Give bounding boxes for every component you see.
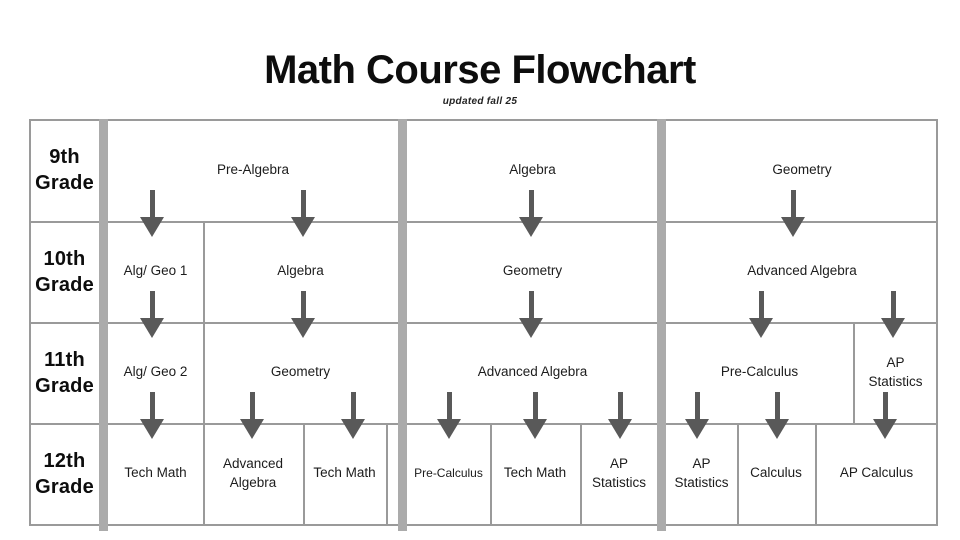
arrow-head-icon — [437, 419, 461, 439]
course-cell-tech-math: Tech Math — [124, 465, 187, 481]
arrow-head-icon — [781, 217, 805, 237]
course-cell-pre-algebra: Pre-Algebra — [216, 161, 290, 177]
arrow-head-icon — [519, 217, 543, 237]
course-cell-algebra: Algebra — [277, 263, 324, 279]
grid-line — [29, 524, 938, 526]
divider-bar — [99, 119, 108, 531]
grade-label-12th: 12th Grade — [35, 449, 94, 498]
course-cell-tech-math: Tech Math — [503, 465, 567, 481]
course-cell-alg-geo-1: Alg/ Geo 1 — [123, 263, 188, 279]
page-subtitle: updated fall 25 — [442, 96, 518, 107]
arrow-head-icon — [873, 419, 897, 439]
arrow-stem — [300, 190, 306, 218]
arrow-stem — [350, 392, 356, 420]
arrow-stem — [528, 190, 534, 218]
grid-line — [936, 119, 938, 526]
arrow-stem — [774, 392, 780, 420]
course-cell-calculus: Calculus — [750, 465, 802, 481]
grid-line — [29, 119, 938, 121]
flow-arrow — [140, 392, 164, 439]
course-cell-alg-geo-2: Alg/ Geo 2 — [123, 364, 188, 380]
arrow-stem — [149, 392, 155, 420]
arrow-stem — [790, 190, 796, 218]
flow-arrow — [881, 291, 905, 338]
flow-arrow — [519, 190, 543, 237]
arrow-stem — [694, 392, 700, 420]
arrow-stem — [149, 291, 155, 319]
arrow-stem — [528, 291, 534, 319]
grid-line — [303, 423, 305, 524]
grid-line — [737, 423, 739, 524]
course-cell-geometry: Geometry — [772, 161, 832, 177]
flow-arrow — [437, 392, 461, 439]
grid-line — [386, 423, 388, 524]
grid-line — [29, 322, 938, 324]
arrow-head-icon — [140, 318, 164, 338]
flow-arrow — [291, 190, 315, 237]
arrow-head-icon — [608, 419, 632, 439]
course-cell-ap-statistics: AP Statistics — [591, 456, 646, 490]
arrow-head-icon — [881, 318, 905, 338]
course-cell-advanced-algebra: Advanced Algebra — [747, 263, 857, 279]
grid-line — [203, 221, 205, 524]
flow-arrow — [749, 291, 773, 338]
arrow-stem — [882, 392, 888, 420]
course-cell-ap-statistics: AP Statistics — [868, 355, 923, 389]
flow-arrow — [685, 392, 709, 439]
arrow-head-icon — [519, 318, 543, 338]
course-cell-ap-calculus: AP Calculus — [839, 465, 914, 481]
grid-line — [815, 423, 817, 524]
course-cell-pre-calculus: Pre-Calculus — [720, 364, 799, 380]
arrow-head-icon — [140, 217, 164, 237]
arrow-head-icon — [291, 217, 315, 237]
grid-line — [580, 423, 582, 524]
arrow-head-icon — [341, 419, 365, 439]
divider-bar — [398, 119, 407, 531]
arrow-stem — [149, 190, 155, 218]
arrow-stem — [300, 291, 306, 319]
grid-line — [29, 119, 31, 526]
flow-arrow — [519, 291, 543, 338]
course-cell-advanced-algebra: Advanced Algebra — [222, 456, 284, 490]
flow-arrow — [523, 392, 547, 439]
arrow-head-icon — [523, 419, 547, 439]
page-title: Math Course Flowchart — [264, 48, 696, 92]
course-cell-tech-math: Tech Math — [313, 465, 376, 481]
arrow-head-icon — [749, 318, 773, 338]
arrow-stem — [617, 392, 623, 420]
course-cell-ap-statistics: AP Statistics — [674, 456, 729, 490]
grid-line — [29, 221, 938, 223]
grid-line — [853, 322, 855, 423]
flow-arrow — [781, 190, 805, 237]
course-cell-algebra: Algebra — [509, 161, 556, 177]
flow-arrow — [341, 392, 365, 439]
grid-line — [29, 423, 938, 425]
course-cell-geometry: Geometry — [502, 263, 563, 279]
grade-label-9th: 9th Grade — [35, 146, 94, 194]
course-cell-geometry: Geometry — [270, 364, 331, 380]
flow-arrow — [140, 291, 164, 338]
grid-line — [490, 423, 492, 524]
grade-label-11th: 11th Grade — [35, 348, 94, 397]
flow-arrow — [291, 291, 315, 338]
arrow-head-icon — [240, 419, 264, 439]
arrow-stem — [532, 392, 538, 420]
course-cell-advanced-algebra: Advanced Algebra — [477, 364, 588, 380]
course-cell-pre-calculus: Pre-Calculus — [414, 466, 483, 481]
arrow-head-icon — [140, 419, 164, 439]
flow-arrow — [240, 392, 264, 439]
arrow-stem — [890, 291, 896, 319]
flow-arrow — [765, 392, 789, 439]
arrow-head-icon — [765, 419, 789, 439]
grade-label-10th: 10th Grade — [35, 247, 94, 296]
flow-arrow — [140, 190, 164, 237]
arrow-stem — [758, 291, 764, 319]
flow-arrow — [608, 392, 632, 439]
arrow-head-icon — [291, 318, 315, 338]
divider-bar — [657, 119, 666, 531]
flow-arrow — [873, 392, 897, 439]
arrow-stem — [446, 392, 452, 420]
arrow-stem — [249, 392, 255, 420]
arrow-head-icon — [685, 419, 709, 439]
